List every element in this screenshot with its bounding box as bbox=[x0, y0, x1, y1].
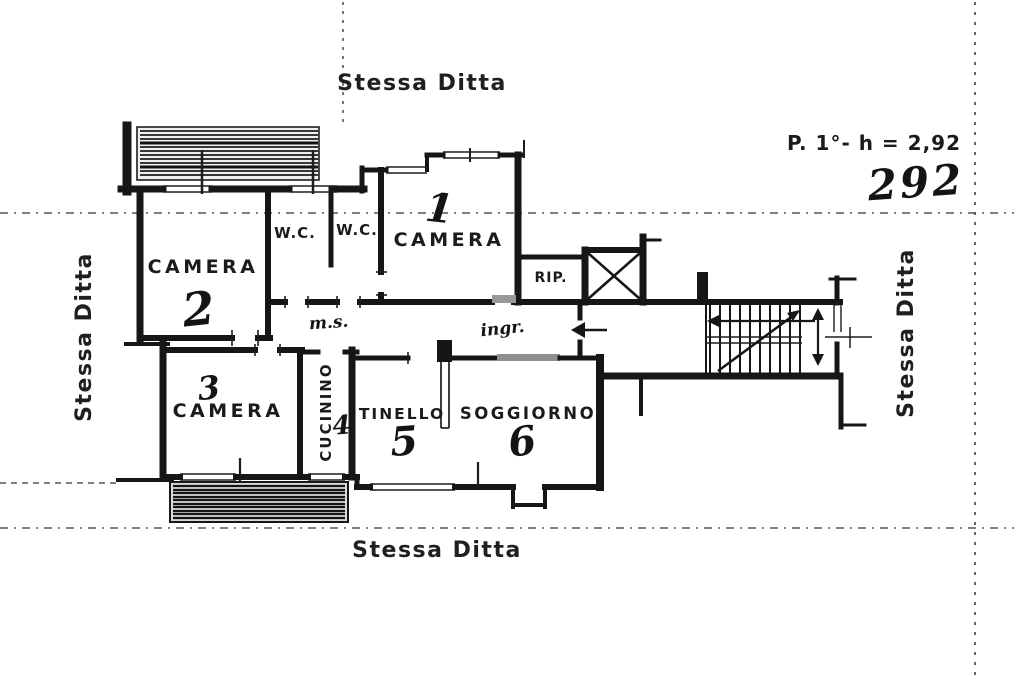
note-hall-left: m.s. bbox=[308, 312, 349, 335]
room-label-wc-2: W.C. bbox=[336, 221, 378, 239]
room-label-camera-1: CAMERA bbox=[394, 229, 505, 251]
room-number-camera-3: 3 bbox=[196, 368, 222, 408]
door-opening-gray bbox=[492, 295, 516, 303]
note-hall-right: ingr. bbox=[480, 317, 526, 341]
entrance-arrow-icon bbox=[571, 322, 607, 338]
balcony-top bbox=[136, 126, 320, 181]
balcony-door-step bbox=[511, 485, 547, 509]
room-label-tinello: TINELLO bbox=[359, 405, 445, 423]
room-number-camera-2: 2 bbox=[179, 281, 217, 338]
room-label-camera-3: CAMERA bbox=[173, 400, 284, 422]
stair-direction-arrow-icon bbox=[707, 308, 824, 366]
walls bbox=[116, 121, 872, 509]
window-cross-icon bbox=[825, 327, 872, 348]
staircase bbox=[705, 305, 824, 373]
room-label-cucinino: CUCININO bbox=[317, 362, 335, 461]
pillar bbox=[697, 272, 708, 302]
boundary-label-top: Stessa Ditta bbox=[337, 71, 507, 96]
elevator-shaft-x-icon bbox=[587, 252, 641, 300]
room-number-soggiorno: 6 bbox=[505, 416, 539, 466]
room-label-rip: RIP. bbox=[535, 270, 568, 286]
balcony-bottom bbox=[169, 481, 349, 523]
tinello-soggiorno-partition bbox=[440, 362, 450, 429]
boundary-label-bottom: Stessa Ditta bbox=[352, 538, 522, 563]
room-label-camera-2: CAMERA bbox=[148, 256, 259, 278]
room-number-tinello: 5 bbox=[389, 417, 420, 466]
gray-wall-segment bbox=[497, 354, 560, 361]
room-number-cucinino: 4 bbox=[331, 410, 351, 441]
room-label-wc-1: W.C. bbox=[274, 224, 316, 242]
pillar-tinello bbox=[437, 340, 452, 362]
floor-note: P. 1°- h = 2,92 bbox=[787, 131, 961, 155]
boundary-label-right: Stessa Ditta bbox=[894, 248, 919, 418]
room-label-soggiorno: SOGGIORNO bbox=[460, 404, 596, 423]
room-number-camera-1: 1 bbox=[423, 184, 456, 234]
floor-note-handwritten: 292 bbox=[865, 155, 966, 211]
boundary-label-left: Stessa Ditta bbox=[72, 252, 97, 422]
